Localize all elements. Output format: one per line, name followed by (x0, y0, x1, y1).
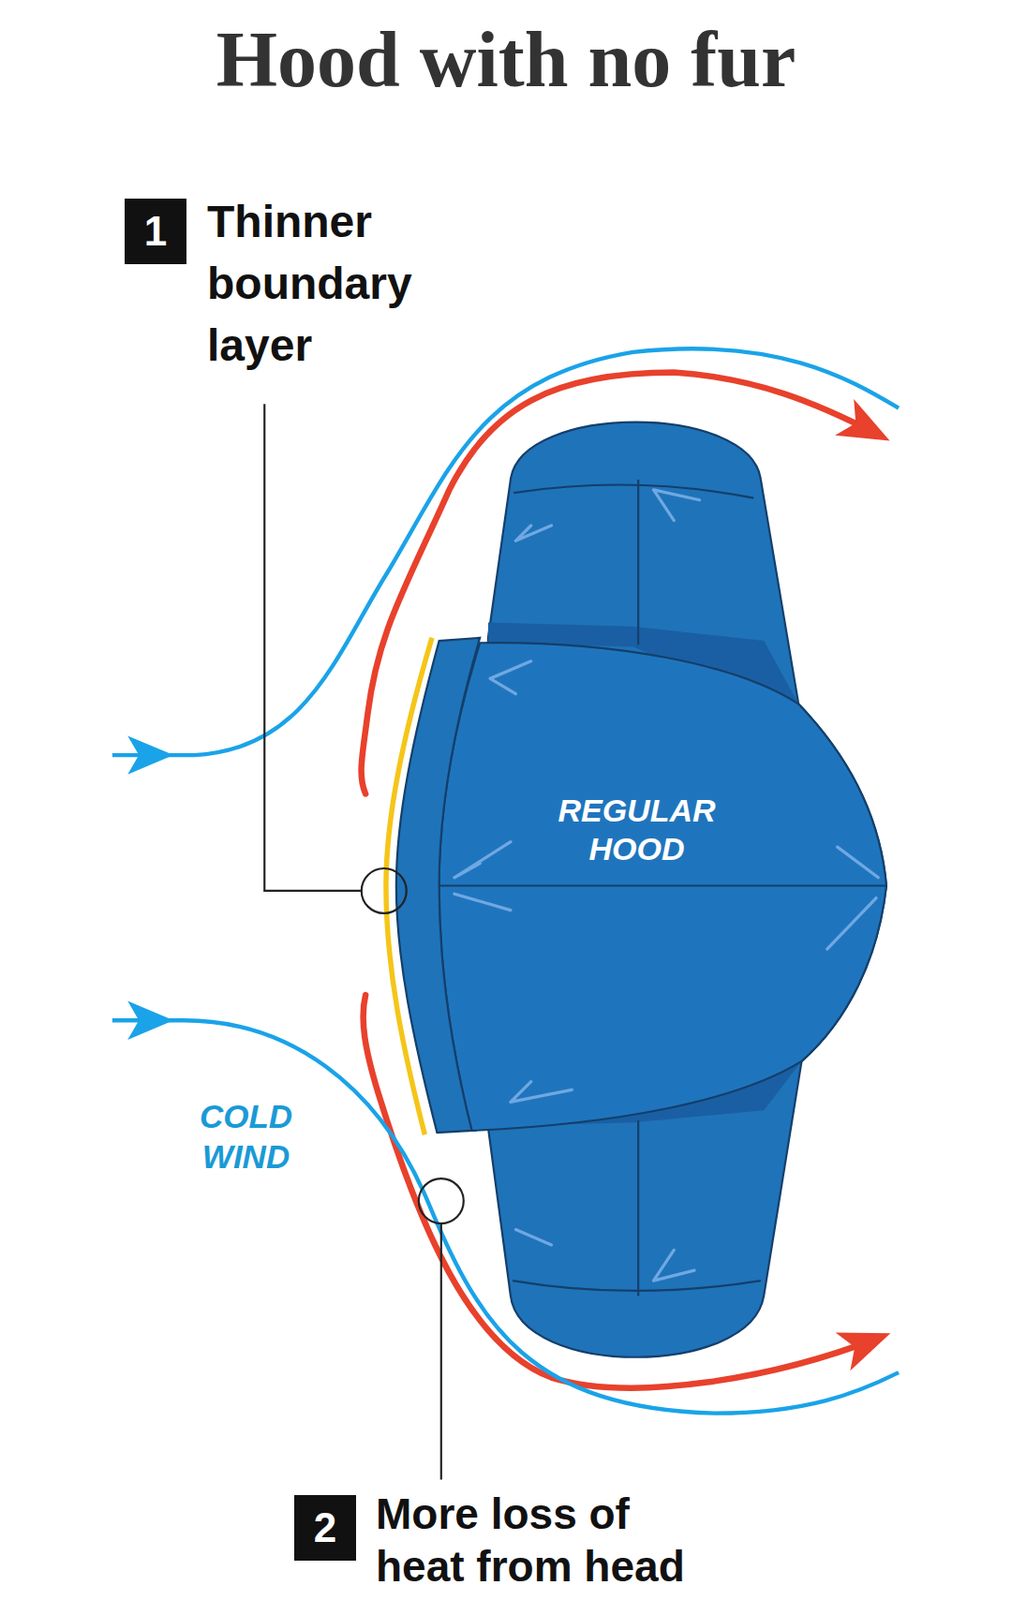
mark (653, 1250, 695, 1281)
flow-label: COLD WIND (187, 1096, 305, 1177)
mark (827, 898, 877, 950)
warm-air-flow (361, 372, 877, 795)
mark (515, 525, 551, 541)
seam (439, 884, 887, 887)
callout-text: Thinner boundary layer (207, 191, 453, 377)
mark (837, 847, 879, 879)
part-name: REGULAR HOOD (550, 791, 724, 869)
leader-line (264, 403, 362, 892)
hood-seams (439, 479, 887, 1296)
mark (454, 842, 511, 879)
callout-number: 1 (124, 198, 187, 265)
seam (637, 479, 640, 645)
mark (515, 1230, 551, 1246)
leader-lines (264, 403, 464, 1480)
wind-flow (112, 348, 899, 756)
wind-arrowhead (127, 1001, 174, 1041)
callout-number: 2 (294, 1495, 357, 1562)
mark (490, 661, 532, 695)
mark (454, 893, 511, 910)
seam (513, 485, 754, 499)
mark (653, 490, 700, 521)
mark (510, 1082, 572, 1103)
hood (396, 422, 887, 1358)
wind-flow (112, 1020, 899, 1414)
hood-center-panel (439, 642, 887, 1132)
leader-ring (361, 868, 407, 914)
leader-line (440, 1223, 443, 1480)
leader-ring (418, 1178, 464, 1224)
wind-arrowhead (127, 735, 174, 774)
seam (512, 1280, 761, 1292)
boundary-layer (386, 638, 432, 1135)
fabric-marks (454, 490, 879, 1281)
seam (637, 1120, 640, 1296)
callout-text: More loss of heat from head (375, 1488, 715, 1593)
warm-air-flow (363, 995, 877, 1388)
title: Hood with no fur (0, 16, 1012, 104)
